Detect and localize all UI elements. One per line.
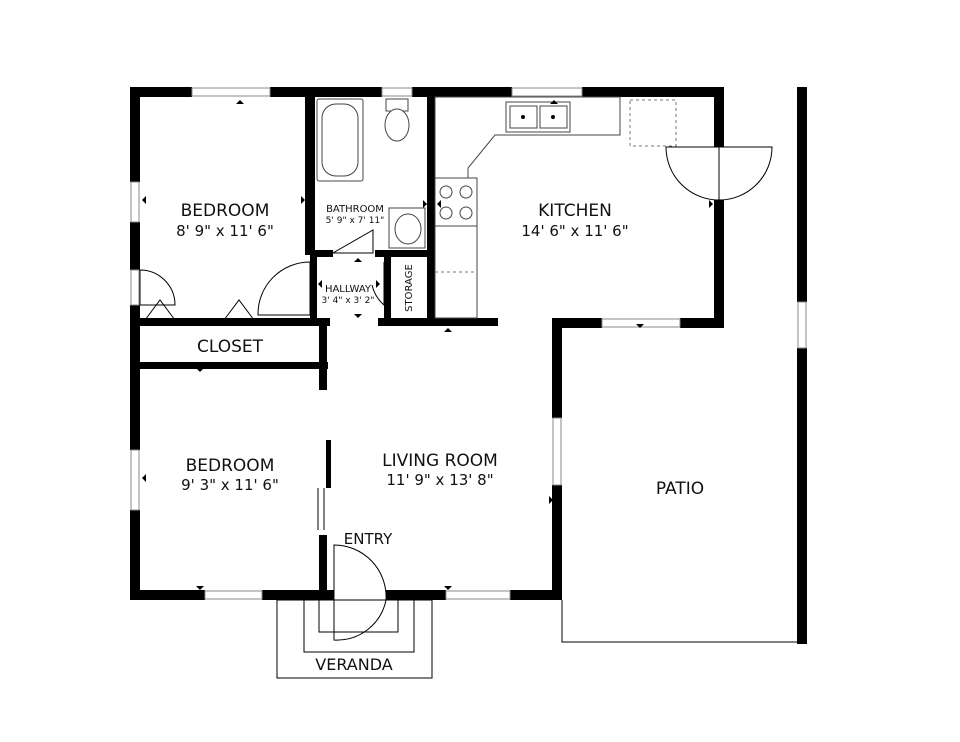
storage-name: STORAGE <box>404 264 415 312</box>
entry-name: ENTRY <box>344 530 393 548</box>
kitchen-fixtures <box>434 96 677 319</box>
hallway-name: HALLWAY <box>325 284 372 295</box>
bathroom-fixtures <box>316 98 426 249</box>
opening-markers <box>142 100 713 590</box>
bathroom-name: BATHROOM <box>326 204 384 215</box>
bedroom2-name: BEDROOM <box>186 456 275 476</box>
kitchen-size: 14' 6" x 11' 6" <box>521 222 628 240</box>
kitchen-name: KITCHEN <box>538 201 612 221</box>
patio-name: PATIO <box>656 479 704 499</box>
doors <box>139 146 773 641</box>
bathroom-size: 5' 9" x 7' 11" <box>326 216 385 226</box>
room-labels: BEDROOM 8' 9" x 11' 6" BATHROOM 5' 9" x … <box>176 201 704 674</box>
windows <box>130 87 807 600</box>
bedroom1-size: 8' 9" x 11' 6" <box>176 222 274 240</box>
exterior-walls <box>130 87 807 644</box>
outdoor-outlines <box>276 599 798 679</box>
bedroom2-size: 9' 3" x 11' 6" <box>181 476 279 494</box>
interior-walls <box>140 97 498 595</box>
living-room-name: LIVING ROOM <box>382 451 498 471</box>
bedroom1-name: BEDROOM <box>181 201 270 221</box>
living-room-size: 11' 9" x 13' 8" <box>386 471 493 489</box>
closet-name: CLOSET <box>197 337 264 357</box>
hallway-size: 3' 4" x 3' 2" <box>322 296 375 306</box>
veranda-name: VERANDA <box>315 655 392 674</box>
